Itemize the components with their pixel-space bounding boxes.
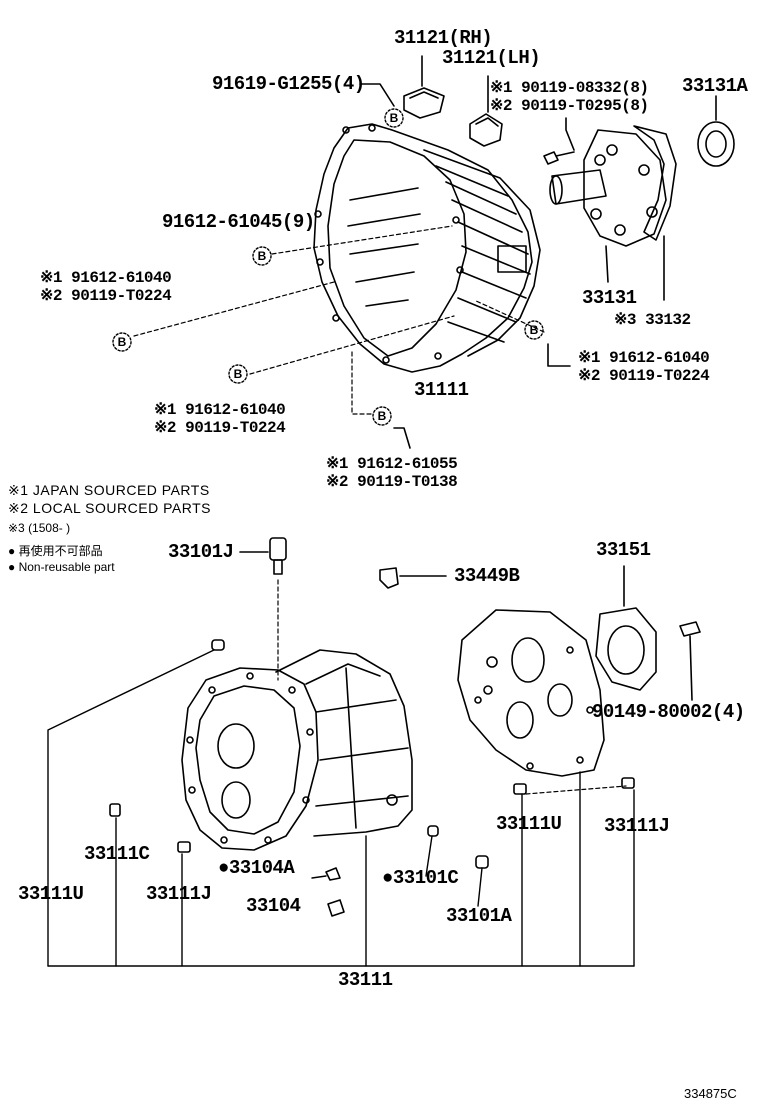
label-90119-08332: ※1 90119-08332(8) xyxy=(490,79,649,97)
cover-33151 xyxy=(595,565,657,691)
dashed-leaders-top xyxy=(133,225,545,415)
dashed-leaders-bottom xyxy=(277,579,627,795)
label-33111j-right: 33111J xyxy=(604,815,670,837)
label-33131: 33131 xyxy=(582,287,637,309)
label-33111j-left: 33111J xyxy=(146,883,212,905)
label-mid-91612-61040: ※1 91612-61040 xyxy=(154,401,286,419)
label-90149-80002: 90149-80002(4) xyxy=(592,701,745,723)
hole-plug-31121-rh xyxy=(403,55,445,119)
marker-b-6: B xyxy=(378,409,387,423)
label-left-90119-t0224: ※2 90119-T0224 xyxy=(40,287,172,305)
label-33101c: ●33101C xyxy=(382,867,459,889)
note-local-sourced: ※2 LOCAL SOURCED PARTS xyxy=(8,500,211,516)
note-non-reusable-jp: ● 再使用不可部品 xyxy=(8,544,103,558)
case-plate xyxy=(457,609,605,777)
label-33104a: ●33104A xyxy=(218,857,295,879)
oil-seal-33131a xyxy=(697,95,735,167)
note-date-range: ※3 (1508- ) xyxy=(8,521,71,535)
label-right-91612-61040: ※1 91612-61040 xyxy=(578,349,710,367)
figure-code: 334875C xyxy=(684,1086,737,1101)
pins-and-plugs xyxy=(109,639,635,917)
clutch-housing-31111 xyxy=(313,123,541,373)
label-33151: 33151 xyxy=(596,539,651,561)
label-33131a: 33131A xyxy=(682,75,748,97)
marker-b-1: B xyxy=(390,111,399,125)
bolt-marker-b xyxy=(112,108,544,426)
label-31121-rh: 31121(RH) xyxy=(394,27,493,49)
label-31121-lh: 31121(LH) xyxy=(442,47,541,69)
label-91612-61045: 91612-61045(9) xyxy=(162,211,315,233)
marker-b-4: B xyxy=(530,323,539,337)
bracket-33449b xyxy=(379,567,447,589)
note-non-reusable-en: ● Non-reusable part xyxy=(8,560,115,574)
label-left-91612-61040: ※1 91612-61040 xyxy=(40,269,172,287)
label-90119-t0138: ※2 90119-T0138 xyxy=(326,473,458,491)
transmission-case-33111 xyxy=(181,649,413,851)
gasket-33132 xyxy=(633,125,677,301)
bolt-90149-80002 xyxy=(679,621,701,701)
label-33111u-left: 33111U xyxy=(18,883,84,905)
marker-b-5: B xyxy=(234,367,243,381)
leaders-top xyxy=(359,83,571,449)
label-91612-61055: ※1 91612-61055 xyxy=(326,455,458,473)
label-33111c: 33111C xyxy=(84,843,150,865)
bolt-90119-08332 xyxy=(543,117,575,165)
hole-plug-31121-lh xyxy=(469,75,503,147)
label-91619-g1255: 91619-G1255(4) xyxy=(212,73,365,95)
label-33101j: 33101J xyxy=(168,541,234,563)
bearing-retainer-33131 xyxy=(549,129,667,283)
label-33132: ※3 33132 xyxy=(614,311,691,329)
label-33111u-right: 33111U xyxy=(496,813,562,835)
label-90119-t0295: ※2 90119-T0295(8) xyxy=(490,97,649,115)
label-33449b: 33449B xyxy=(454,565,520,587)
label-right-90119-t0224: ※2 90119-T0224 xyxy=(578,367,710,385)
label-33111: 33111 xyxy=(338,969,393,991)
switch-33101j xyxy=(239,537,287,575)
leaders-bottom xyxy=(47,649,635,967)
label-31111: 31111 xyxy=(414,379,469,401)
label-33104: 33104 xyxy=(246,895,301,917)
marker-b-3: B xyxy=(118,335,127,349)
note-japan-sourced: ※1 JAPAN SOURCED PARTS xyxy=(8,482,210,498)
label-mid-90119-t0224: ※2 90119-T0224 xyxy=(154,419,286,437)
marker-b-2: B xyxy=(258,249,267,263)
label-33101a: 33101A xyxy=(446,905,512,927)
